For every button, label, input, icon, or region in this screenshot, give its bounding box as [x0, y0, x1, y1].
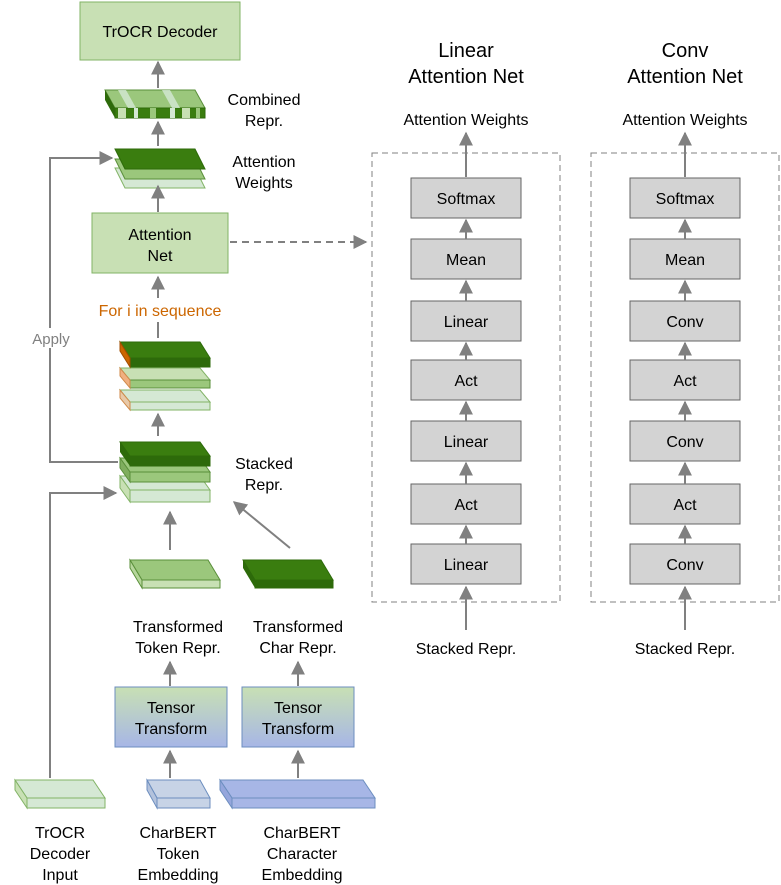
- token-embedding-label-2: Token: [157, 846, 200, 863]
- conv-net-layer-label-6: Conv: [666, 557, 703, 574]
- conv-net-layer-box-6: [629, 543, 741, 585]
- linear-net-layer-box-4: [410, 420, 522, 462]
- attention-weights-label-1: Attention: [232, 154, 295, 171]
- linear-net-title-1: Linear: [438, 40, 494, 62]
- conv-net-layer-label-2: Conv: [666, 314, 703, 331]
- linear-net-layer-label-3: Act: [454, 373, 478, 390]
- decoder-input-label-1: TrOCR: [35, 825, 85, 842]
- arrow-char-to-stacked: [232, 501, 291, 549]
- char-embedding-label-1: CharBERT: [263, 825, 340, 842]
- linear-net-layer-box-0: [410, 177, 522, 219]
- tensor-transform-token-box: [114, 686, 228, 748]
- conv-net-layer-box-3: [629, 359, 741, 401]
- linear-net-layer-label-5: Act: [454, 497, 478, 514]
- conv-net-layer-box-4: [629, 420, 741, 462]
- linear-net-layer-label-0: Softmax: [437, 191, 496, 208]
- conv-net-input-label: Stacked Repr.: [635, 641, 736, 658]
- loop-label: For i in sequence: [99, 303, 222, 320]
- conv-net-output-label: Attention Weights: [622, 112, 747, 129]
- conv-net-layer-box-2: [629, 300, 741, 342]
- apply-loop-arrow: [49, 151, 118, 463]
- linear-net-layer-box-6: [410, 543, 522, 585]
- tensor-transform-char-label-2: Transform: [262, 721, 334, 738]
- token-repr-label-2: Token Repr.: [135, 640, 220, 657]
- token-embedding-slab: [146, 778, 211, 810]
- char-embedding-label-3: Embedding: [262, 867, 343, 884]
- conv-net-title-2: Attention Net: [627, 66, 743, 88]
- attention-net-label-1: Attention: [128, 227, 191, 244]
- conv-net-layer-label-3: Act: [673, 373, 697, 390]
- linear-net-layer-label-4: Linear: [444, 434, 489, 451]
- stacked-repr-label-2: Repr.: [245, 477, 283, 494]
- attention-net-label-2: Net: [148, 248, 173, 265]
- stacked-repr-stack: [119, 441, 211, 504]
- conv-net-layer-box-0: [629, 177, 741, 219]
- linear-net-title-2: Attention Net: [408, 66, 524, 88]
- conv-net-layer-label-5: Act: [673, 497, 697, 514]
- attention-weights-label-2: Weights: [235, 175, 293, 192]
- decoder-input-label-2: Decoder: [30, 846, 91, 863]
- linear-net-output-label: Attention Weights: [403, 112, 528, 129]
- decoder-input-label-3: Input: [42, 867, 78, 884]
- transformed-char-slab: [242, 559, 334, 589]
- linear-net-layer-box-5: [410, 483, 522, 525]
- attention-net-box: [91, 212, 229, 274]
- attention-weights-stack: [114, 148, 206, 189]
- stacked-repr-label-1: Stacked: [235, 456, 293, 473]
- token-embedding-label-1: CharBERT: [139, 825, 216, 842]
- token-embedding-label-3: Embedding: [138, 867, 219, 884]
- sequence-stack: [118, 340, 212, 412]
- tensor-transform-token-label-1: Tensor: [147, 700, 196, 717]
- trocr-decoder-label: TrOCR Decoder: [103, 24, 219, 41]
- token-repr-label-1: Transformed: [133, 619, 223, 636]
- linear-net-layer-label-6: Linear: [444, 557, 489, 574]
- trocr-decoder-box: [79, 1, 241, 61]
- linear-net-input-label: Stacked Repr.: [416, 641, 517, 658]
- linear-net-layer-label-2: Linear: [444, 314, 489, 331]
- transformed-token-slab: [129, 558, 221, 590]
- conv-net-title-1: Conv: [662, 40, 709, 62]
- decoder-input-slab: [14, 778, 106, 810]
- tensor-transform-token-label-2: Transform: [135, 721, 207, 738]
- conv-net-layer-box-5: [629, 483, 741, 525]
- combined-repr-label-1: Combined: [228, 92, 301, 109]
- char-embedding-slab: [219, 778, 376, 810]
- tensor-transform-char-box: [241, 686, 355, 748]
- char-repr-label-1: Transformed: [253, 619, 343, 636]
- combined-repr-label-2: Repr.: [245, 113, 283, 130]
- char-embedding-label-2: Character: [267, 846, 338, 863]
- linear-net-layer-box-3: [410, 359, 522, 401]
- decoder-input-arrow: [49, 486, 118, 778]
- char-repr-label-2: Char Repr.: [259, 640, 336, 657]
- tensor-transform-char-label-1: Tensor: [274, 700, 323, 717]
- apply-label-bg: [28, 328, 74, 348]
- apply-label: Apply: [32, 331, 70, 348]
- conv-net-layer-label-1: Mean: [665, 252, 705, 269]
- conv-net-layer-label-4: Conv: [666, 434, 703, 451]
- linear-net-layer-label-1: Mean: [446, 252, 486, 269]
- combined-repr-slab: [104, 89, 206, 119]
- conv-net-layer-label-0: Softmax: [656, 191, 715, 208]
- linear-net-layer-box-2: [410, 300, 522, 342]
